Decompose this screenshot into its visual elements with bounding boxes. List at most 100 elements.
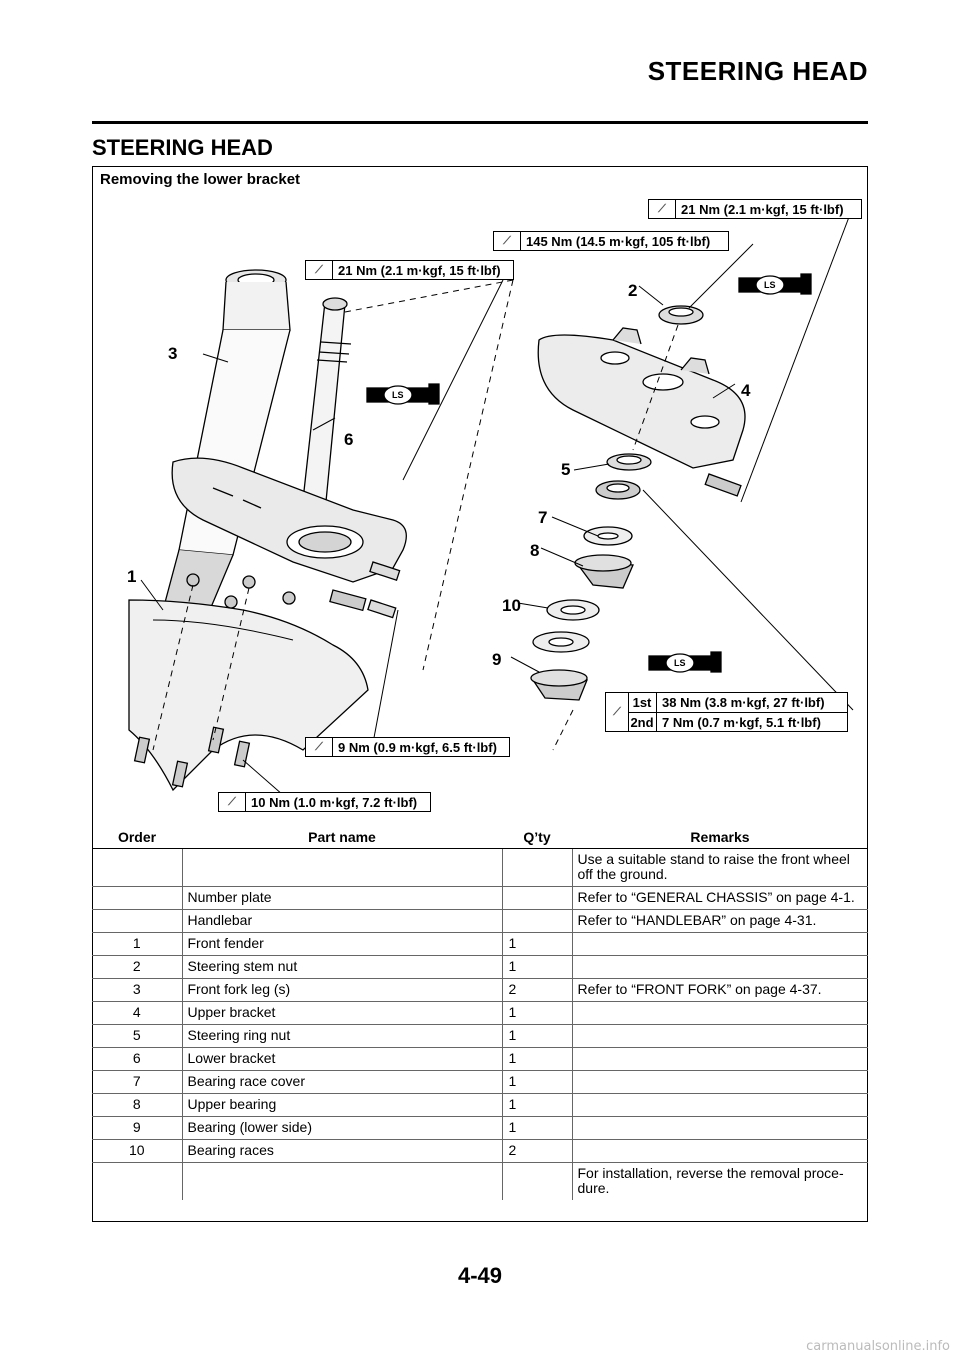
table-row: Handlebar Refer to “HANDLEBAR” on page 4-…: [92, 909, 868, 933]
callout-6: 6: [344, 430, 354, 449]
lube-label-1: LS: [392, 390, 404, 400]
cell-qty: 1: [501, 1001, 572, 1025]
upper-bracket-drawing: [537, 327, 746, 497]
cell-remarks: Use a suitable stand to raise the front …: [571, 848, 868, 887]
cell-order: [92, 1162, 182, 1200]
cell-order: 1: [92, 932, 182, 956]
cell-qty: 1: [501, 932, 572, 956]
diagram-caption: Removing the lower bracket: [100, 171, 301, 188]
wrench-icon: ⟋: [649, 200, 676, 218]
cell-remarks: [571, 1001, 868, 1025]
cell-qty: 1: [501, 1024, 572, 1048]
cell-remarks: [571, 1093, 868, 1117]
torque-label-upper-bolt: ⟋ 21 Nm (2.1 m·kgf, 15 ft·lbf): [648, 199, 862, 219]
parts-table: Order Part name Q’ty Remarks Use a suita…: [92, 826, 868, 1200]
cell-part-name: Front fender: [181, 932, 502, 956]
cell-remarks: For installation, reverse the removal pr…: [571, 1162, 868, 1200]
cell-qty: 1: [501, 1116, 572, 1140]
cell-qty: [501, 848, 572, 887]
cell-remarks: [571, 1047, 868, 1071]
cell-part-name: Handlebar: [181, 909, 502, 933]
cell-qty: [501, 1162, 572, 1200]
callout-2: 2: [628, 281, 638, 300]
callout-7: 7: [538, 508, 548, 527]
torque-label-stem-nut: ⟋ 145 Nm (14.5 m·kgf, 105 ft·lbf): [493, 231, 729, 251]
cell-part-name: [181, 1162, 502, 1200]
cell-order: [92, 909, 182, 933]
cell-part-name: Steering ring nut: [181, 1024, 502, 1048]
cell-part-name: Bearing (lower side): [181, 1116, 502, 1140]
callout-10: 10: [502, 596, 521, 615]
steering-stem-nut-drawing: [658, 305, 704, 325]
watermark: carmanualsonline.info: [806, 1339, 950, 1354]
col-part-name-header: Part name: [182, 826, 502, 849]
table-header-row: Order Part name Q’ty Remarks: [92, 826, 868, 849]
cell-part-name: Number plate: [181, 886, 502, 910]
cell-remarks: [571, 1024, 868, 1048]
table-row: Use a suitable stand to raise the front …: [92, 848, 868, 887]
callout-1: 1: [127, 567, 137, 586]
cell-part-name: Lower bracket: [181, 1047, 502, 1071]
exploded-diagram: LS LS LS: [128, 216, 854, 796]
cell-part-name: Front fork leg (s): [181, 978, 502, 1002]
col-remarks-header: Remarks: [572, 826, 868, 849]
lube-label-3: LS: [674, 658, 686, 668]
cell-part-name: Bearing races: [181, 1139, 502, 1163]
section-title: STEERING HEAD: [92, 135, 273, 160]
callout-5: 5: [561, 460, 571, 479]
cell-remarks: [571, 1070, 868, 1094]
wrench-icon: ⟋: [306, 738, 333, 756]
cell-qty: 1: [501, 955, 572, 979]
cell-qty: 1: [501, 1093, 572, 1117]
cell-order: 2: [92, 955, 182, 979]
table-row: Number plate Refer to “GENERAL CHASSIS” o…: [92, 886, 868, 910]
lube-symbol-badges: [383, 275, 785, 673]
cell-order: [92, 848, 182, 887]
lube-label-2: LS: [764, 280, 776, 290]
torque-label-lower-bracket-bolt: ⟋ 21 Nm (2.1 m·kgf, 15 ft·lbf): [305, 260, 514, 280]
wrench-icon: ⟋: [494, 232, 521, 250]
cell-part-name: Bearing race cover: [181, 1070, 502, 1094]
cell-order: 5: [92, 1024, 182, 1048]
torque-label-clamp-bolt: ⟋ 9 Nm (0.9 m·kgf, 6.5 ft·lbf): [305, 737, 510, 757]
cell-order: 9: [92, 1116, 182, 1140]
col-order-header: Order: [92, 826, 182, 849]
bearing-stack-drawing: [530, 453, 652, 701]
cell-order: 6: [92, 1047, 182, 1071]
cell-remarks: Refer to “GENERAL CHASSIS” on page 4-1.: [571, 886, 868, 910]
wrench-icon: ⟋: [606, 693, 629, 731]
cell-order: 4: [92, 1001, 182, 1025]
cell-remarks: Refer to “HANDLEBAR” on page 4-31.: [571, 909, 868, 933]
cell-order: 8: [92, 1093, 182, 1117]
cell-remarks: [571, 1139, 868, 1163]
wrench-icon: ⟋: [219, 793, 246, 811]
lower-bracket-bolts: [329, 561, 401, 619]
callout-8: 8: [530, 541, 540, 560]
front-fender-drawing: [128, 573, 369, 792]
cell-qty: 2: [501, 1139, 572, 1163]
lower-bracket-drawing: [171, 297, 407, 583]
cell-part-name: Upper bearing: [181, 1093, 502, 1117]
header-rule: [92, 121, 868, 124]
callout-9: 9: [492, 650, 502, 669]
header-title: STEERING HEAD: [647, 56, 868, 86]
col-qty-header: Q’ty: [502, 826, 572, 849]
cell-remarks: [571, 955, 868, 979]
cell-qty: 2: [501, 978, 572, 1002]
cell-order: 3: [92, 978, 182, 1002]
cell-qty: [501, 909, 572, 933]
cell-remarks: [571, 932, 868, 956]
cell-part-name: Upper bracket: [181, 1001, 502, 1025]
cell-order: [92, 886, 182, 910]
cell-order: 10: [92, 1139, 182, 1163]
cell-part-name: [181, 848, 502, 887]
cell-remarks: [571, 1116, 868, 1140]
content-box: [92, 166, 868, 1222]
